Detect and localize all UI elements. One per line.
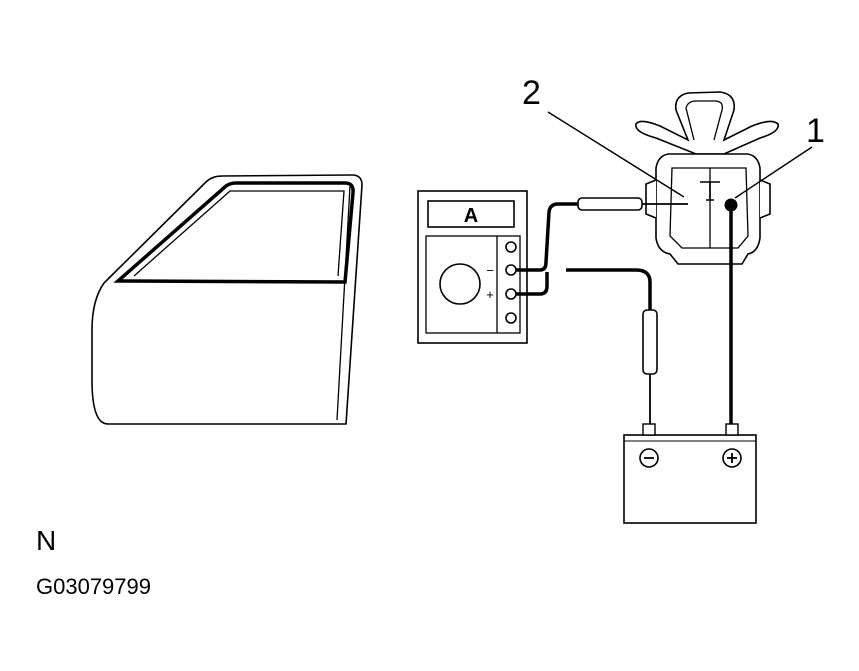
wiring xyxy=(516,197,733,424)
meter-plus-mark: + xyxy=(486,287,494,302)
plus-circle-icon xyxy=(722,448,742,468)
connector xyxy=(635,91,779,265)
connector-key-t xyxy=(700,181,720,201)
leader-line-2 xyxy=(547,111,685,198)
connector-inner-face xyxy=(669,167,749,249)
meter-jack-1 xyxy=(505,241,517,253)
connector-clip-inner xyxy=(685,100,724,141)
callout-1: 1 xyxy=(806,112,825,150)
wire-meter-to-battery-negative xyxy=(516,272,549,296)
door-window-inner xyxy=(133,190,345,277)
leader-line-1 xyxy=(734,146,813,199)
ammeter: A − + xyxy=(417,190,528,344)
battery-negative-post xyxy=(642,423,656,436)
wire-meter-to-probe xyxy=(516,202,578,272)
connector-right-tab xyxy=(759,179,771,219)
minus-circle-icon xyxy=(639,448,659,468)
battery xyxy=(623,423,757,524)
meter-jack-4 xyxy=(505,312,517,324)
door-illustration xyxy=(91,174,363,425)
connector-left-tab xyxy=(645,179,657,219)
wire-battery-negative-upper xyxy=(566,268,652,312)
connector-body xyxy=(655,153,761,265)
battery-positive-post xyxy=(725,423,739,436)
meter-display xyxy=(427,200,515,228)
callout-2: 2 xyxy=(522,74,541,112)
figure-code: G03079799 xyxy=(36,574,151,599)
door-outline xyxy=(91,174,363,425)
meter-jack-plus xyxy=(505,288,517,300)
probe-2 xyxy=(577,197,643,211)
meter-minus-mark: − xyxy=(486,263,494,278)
battery-body xyxy=(623,434,757,524)
meter-dial xyxy=(439,263,481,305)
door-edge-line xyxy=(336,185,351,421)
meter-jack-minus xyxy=(505,264,517,276)
leader-lines xyxy=(547,111,813,199)
door-window-frame xyxy=(113,181,355,284)
battery-negative-probe xyxy=(642,309,658,375)
meter-display-text: A xyxy=(464,205,478,227)
view-letter: N xyxy=(36,525,57,556)
